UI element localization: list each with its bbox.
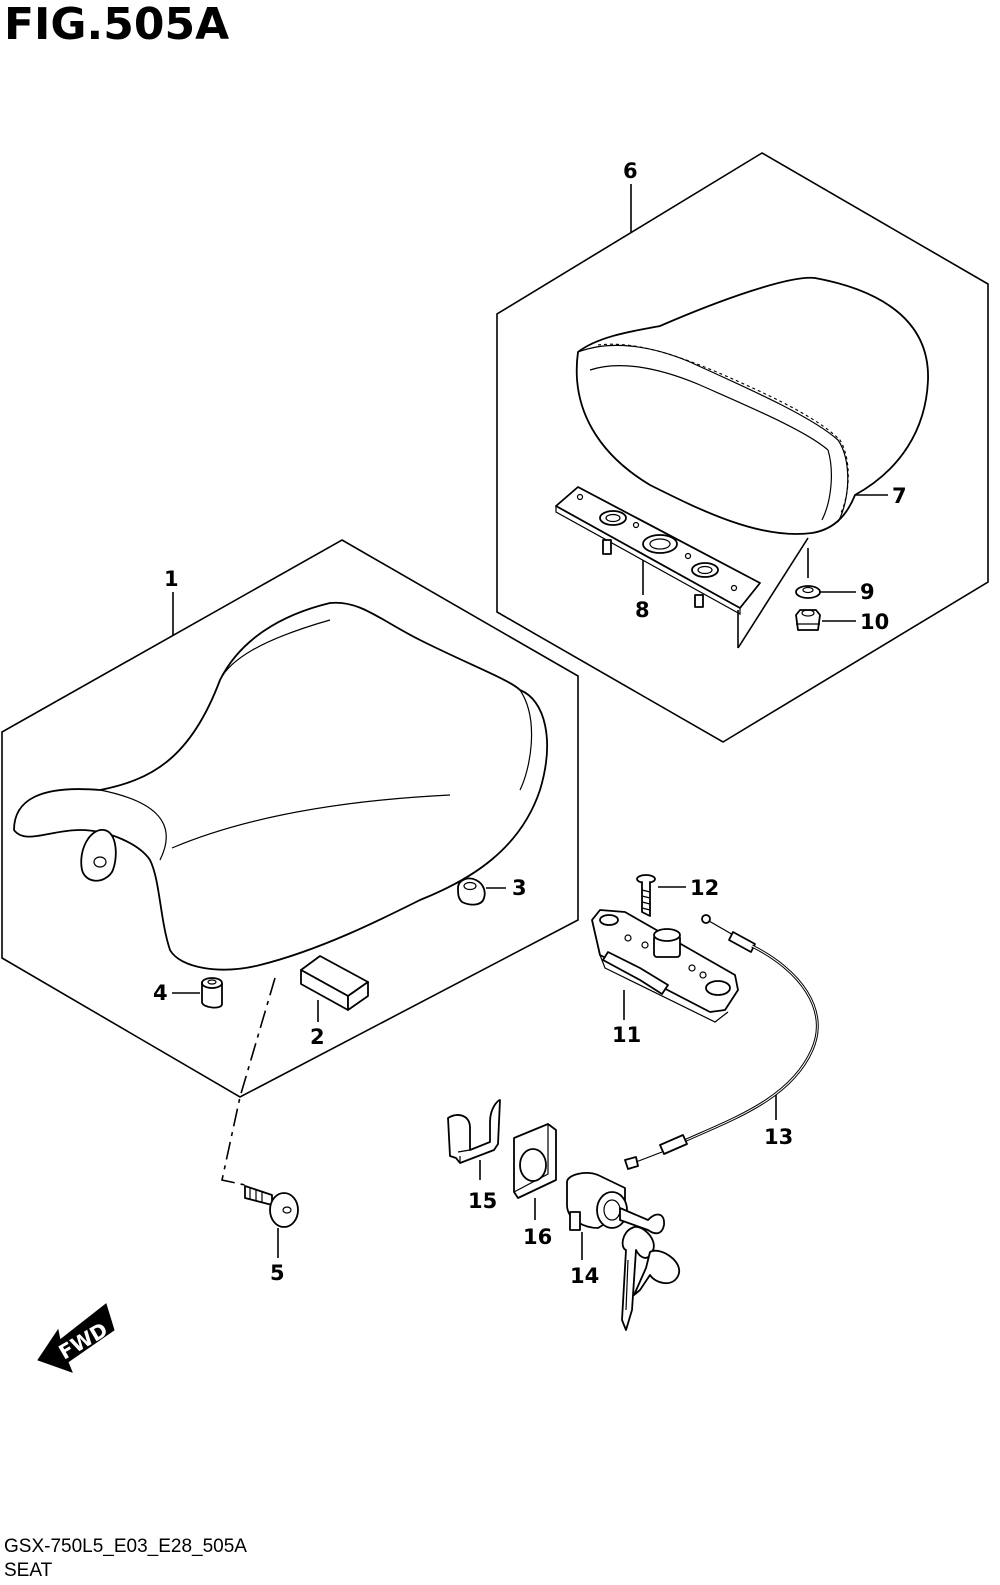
washer-part[interactable]: [795, 585, 821, 599]
front-seat-part[interactable]: [13, 601, 548, 971]
cushion-part[interactable]: [201, 977, 223, 1009]
leader-line: [221, 977, 276, 1186]
forward-direction-arrow-icon: FWD: [37, 1303, 115, 1373]
seat-bracket-part[interactable]: [555, 486, 761, 616]
figure-title: FIG.505A: [4, 0, 230, 50]
callout-2: 2: [310, 1025, 325, 1049]
callout-6: 6: [623, 159, 638, 183]
callout-16: 16: [523, 1225, 552, 1249]
callout-14: 14: [570, 1264, 599, 1288]
callout-1: 1: [164, 567, 179, 591]
figure-name: SEAT: [4, 1560, 53, 1581]
seat-group-frame: [1, 539, 579, 1098]
cushion-pad-part[interactable]: [300, 955, 369, 1011]
stopper-part[interactable]: [457, 877, 486, 906]
callout-11: 11: [612, 1023, 641, 1047]
screw-part[interactable]: [636, 874, 656, 917]
callout-15: 15: [468, 1189, 497, 1213]
callout-12: 12: [690, 876, 719, 900]
callout-13: 13: [764, 1125, 793, 1149]
leader-line: [737, 537, 809, 649]
callout-3: 3: [512, 876, 527, 900]
passenger-seat-group-frame: [496, 152, 989, 743]
callout-7: 7: [892, 484, 907, 508]
bolt-part[interactable]: [244, 1185, 299, 1228]
callout-8: 8: [635, 598, 650, 622]
seat-lock-cable-part[interactable]: [624, 914, 819, 1170]
seat-lock-set-part[interactable]: [566, 1172, 681, 1331]
clip-part[interactable]: [447, 1099, 501, 1164]
seat-lock-base-part[interactable]: [591, 909, 739, 1023]
lock-plate-part[interactable]: [513, 1123, 557, 1199]
callout-5: 5: [270, 1261, 285, 1285]
callout-10: 10: [860, 610, 889, 634]
passenger-seat-part[interactable]: [575, 276, 929, 535]
callout-9: 9: [860, 580, 875, 604]
nut-part[interactable]: [795, 609, 821, 631]
callout-4: 4: [153, 981, 168, 1005]
drawing-code: GSX-750L5_E03_E28_505A: [4, 1536, 247, 1557]
